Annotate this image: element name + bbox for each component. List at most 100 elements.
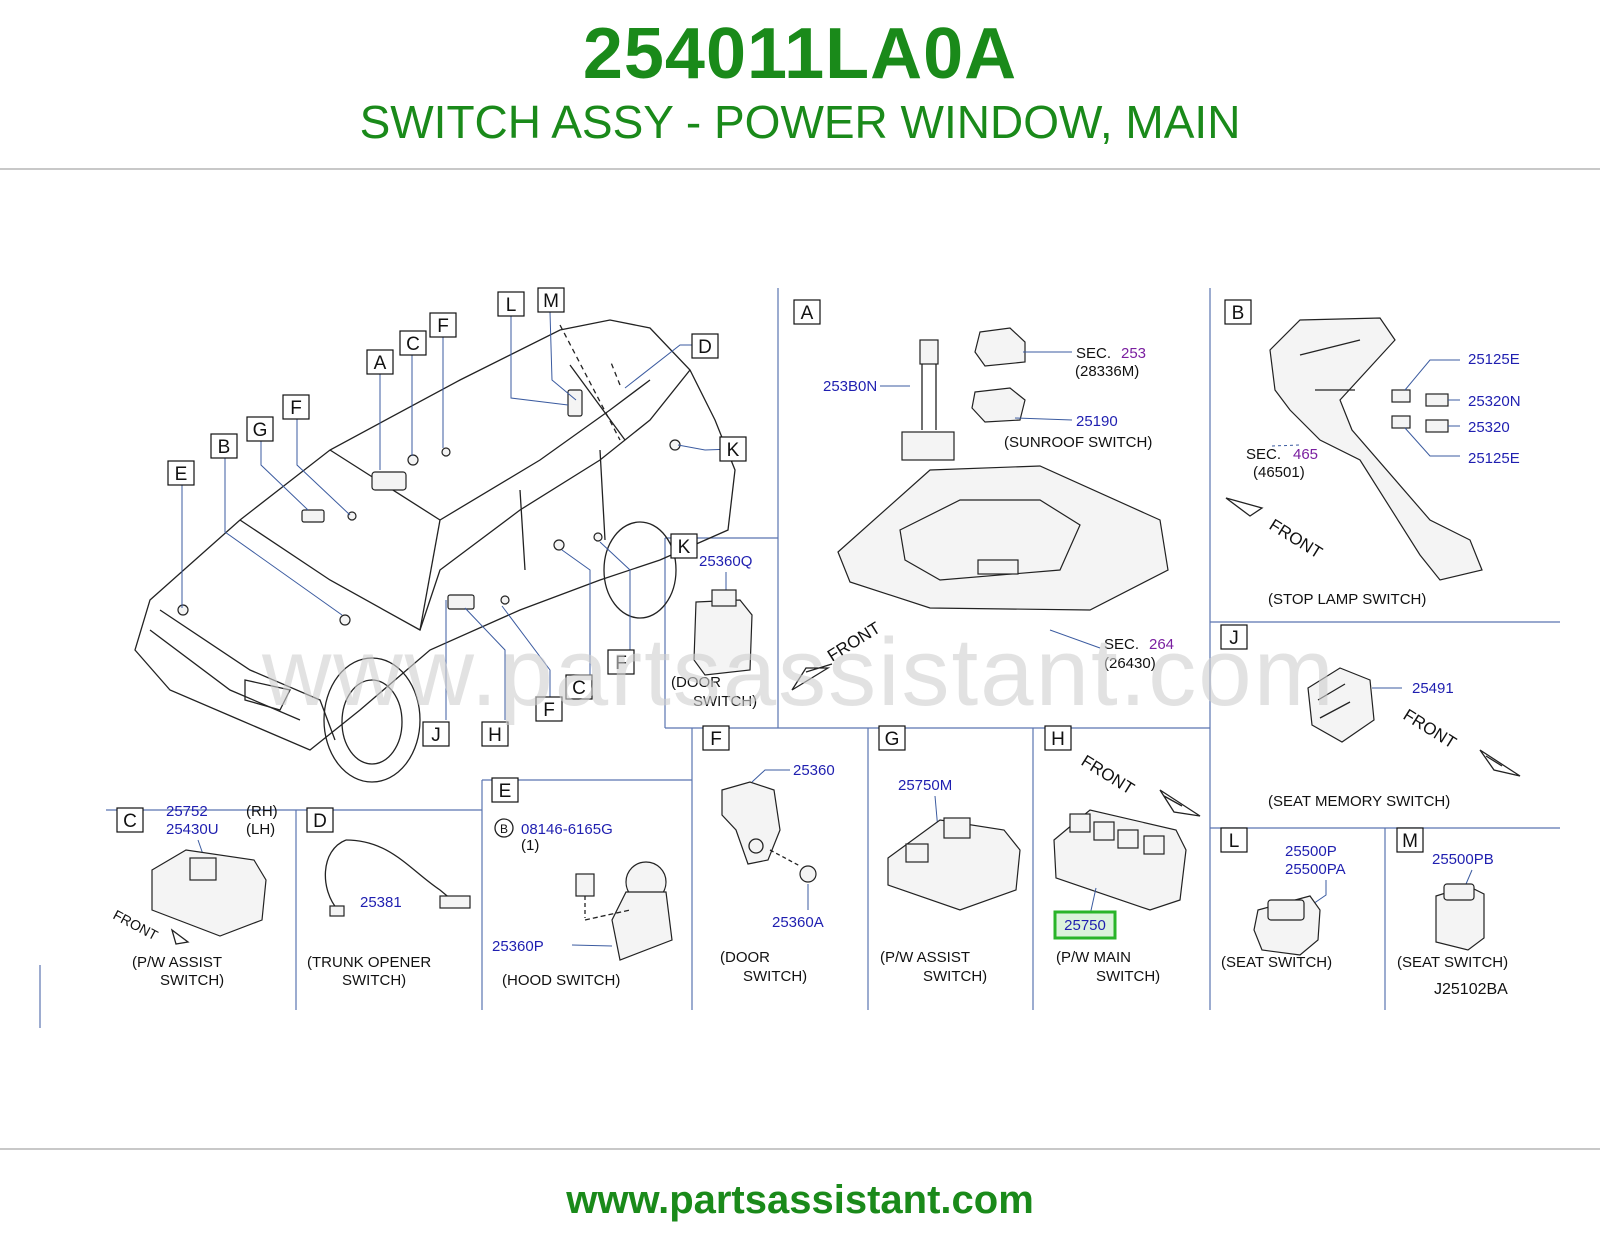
panel-f-part-1: 25360 [793, 762, 835, 779]
panel-k-letter: K [678, 537, 691, 558]
panel-g-letter: G [885, 729, 900, 750]
part-number-title: 254011LA0A [582, 14, 1018, 94]
car-callout-box [399, 330, 427, 356]
panel-a-part-1: 253B0N [823, 378, 877, 395]
panel-b-sec-code: (46501) [1253, 464, 1305, 481]
panel-h-part: 25750 [1064, 917, 1106, 934]
panel-l-part-2: 25500PA [1285, 861, 1346, 878]
car-callout-box [429, 312, 457, 338]
car-callout-letter: F [543, 700, 555, 721]
panel-d-caption-2: SWITCH) [342, 972, 406, 989]
panel-c-front-arrow [170, 928, 190, 945]
car-callout-letter: M [543, 291, 559, 312]
panel-b: B 25125E 25320N 25320 25125E SEC. 465 (4… [1224, 299, 1521, 608]
panel-b-part-2: 25320N [1468, 393, 1521, 410]
part-description: SWITCH ASSY - POWER WINDOW, MAIN [359, 96, 1241, 148]
vehicle-illustration [134, 319, 736, 783]
panel-e-part: 25360P [492, 938, 544, 955]
panel-e-caption: (HOOD SWITCH) [502, 972, 620, 989]
panel-a-front-arrow [791, 663, 833, 691]
car-callout-box [210, 433, 238, 459]
car-callout-letter: F [437, 316, 449, 337]
panel-b-caption: (STOP LAMP SWITCH) [1268, 591, 1426, 608]
car-callout-letter: K [727, 440, 740, 461]
panel-h-front-arrow [1159, 789, 1201, 817]
panel-c-part-2-side: (LH) [246, 821, 275, 838]
panel-h-letter: H [1051, 729, 1065, 750]
panel-e-letter: E [499, 781, 512, 802]
panel-e: E B 08146-6165G (1) 25360P (HOOD SWITCH) [491, 777, 673, 989]
panel-k-part: 25360Q [699, 553, 752, 570]
car-callout-box [535, 696, 563, 722]
panel-k-caption-2: SWITCH) [693, 693, 757, 710]
car-callout-letter: A [374, 353, 387, 374]
car-callout-letter: D [698, 337, 712, 358]
panel-a-part-2: 25190 [1076, 413, 1118, 430]
panel-a-sec2-num: 264 [1149, 636, 1174, 653]
panel-b-sec-label: SEC. [1246, 446, 1281, 463]
panel-c-letter: C [123, 811, 137, 832]
panel-h: H FRONT 25750 (P/W MAIN SWITCH) [1044, 725, 1201, 985]
panel-b-part-3: 25320 [1468, 419, 1510, 436]
car-callout-letter: F [615, 653, 627, 674]
header-divider [0, 168, 1600, 170]
panel-g-caption-2: SWITCH) [923, 968, 987, 985]
panel-d-part: 25381 [360, 894, 402, 911]
panel-a-caption: (SUNROOF SWITCH) [1004, 434, 1152, 451]
panel-a-sec2-code: (26430) [1104, 655, 1156, 672]
panel-g-caption-1: (P/W ASSIST [880, 949, 970, 966]
panel-f-letter: F [710, 729, 722, 750]
car-callout-box [497, 291, 525, 317]
car-callout-box [691, 333, 719, 359]
car-callout-letter: H [488, 725, 502, 746]
panel-b-front: FRONT [1266, 515, 1326, 562]
panel-f-part-2: 25360A [772, 914, 824, 931]
panel-h-part-highlight [1053, 910, 1117, 940]
panel-l-part-1: 25500P [1285, 843, 1337, 860]
panel-a-letter: A [801, 303, 814, 324]
panel-k: K 25360Q (DOOR SWITCH) [670, 533, 757, 710]
panel-h-caption-1: (P/W MAIN [1056, 949, 1131, 966]
car-callout-box [422, 721, 450, 747]
panel-e-bolt-part: 08146-6165G [521, 821, 613, 838]
panel-e-bolt-ref-circle [494, 818, 514, 838]
car-callout-letter: C [572, 678, 586, 699]
panel-l: L 25500P 25500PA (SEAT SWITCH) [1220, 827, 1346, 971]
panel-m: M 25500PB (SEAT SWITCH) [1396, 827, 1508, 971]
panel-b-sec-num: 465 [1293, 446, 1318, 463]
panel-f: F 25360 25360A (DOOR SWITCH) [702, 725, 835, 985]
car-callout-box [719, 436, 747, 462]
panel-b-front-arrow [1225, 497, 1264, 517]
panel-g: G 25750M (P/W ASSIST SWITCH) [878, 725, 1021, 985]
car-callout-letter: E [175, 464, 188, 485]
panel-l-caption: (SEAT SWITCH) [1221, 954, 1332, 971]
panel-c-caption-2: SWITCH) [160, 972, 224, 989]
panel-f-caption-1: (DOOR [720, 949, 770, 966]
car-callout-letter: L [506, 295, 517, 316]
panel-h-caption-2: SWITCH) [1096, 968, 1160, 985]
car-callout-box [167, 460, 195, 486]
car-callout-box [607, 649, 635, 675]
car-callout-letter: F [290, 398, 302, 419]
panel-d-caption-1: (TRUNK OPENER [307, 954, 431, 971]
panel-c-front: FRONT [111, 907, 161, 944]
panel-b-part-4: 25125E [1468, 450, 1520, 467]
panel-j-part: 25491 [1412, 680, 1454, 697]
car-callout-letter: B [218, 437, 231, 458]
panel-l-letter: L [1229, 831, 1240, 852]
panel-m-letter: M [1402, 831, 1418, 852]
car-callout-box [282, 394, 310, 420]
watermark: www.partsassistant.com [262, 619, 1336, 726]
car-callout-box [537, 287, 565, 313]
panel-j-front: FRONT [1400, 705, 1460, 752]
panel-f-caption-2: SWITCH) [743, 968, 807, 985]
panel-m-caption: (SEAT SWITCH) [1397, 954, 1508, 971]
panel-e-bolt-ref: B [500, 822, 508, 836]
panel-m-part: 25500PB [1432, 851, 1494, 868]
footer-url[interactable]: www.partsassistant.com [566, 1178, 1034, 1222]
panel-b-letter: B [1232, 303, 1245, 324]
car-callout-letter: G [253, 420, 268, 441]
panel-j-caption: (SEAT MEMORY SWITCH) [1268, 793, 1450, 810]
panel-d: D 25381 (TRUNK OPENER SWITCH) [306, 807, 471, 989]
